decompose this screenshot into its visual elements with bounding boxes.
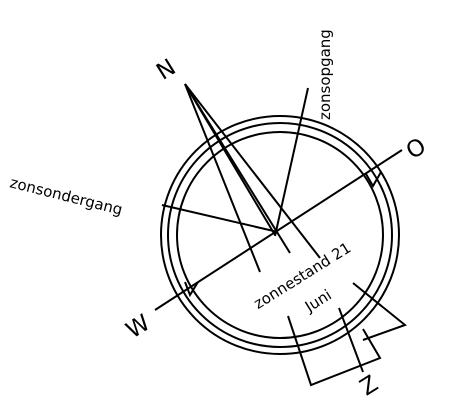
east-label: O [402, 133, 431, 165]
south-label: Z [356, 371, 383, 401]
sunrise-line [274, 87, 309, 237]
inner-circle [176, 131, 384, 339]
sunrise-label: zonsopgang [316, 29, 334, 120]
east-axis-marker [365, 171, 382, 188]
west-label: W [122, 310, 155, 344]
west-axis-marker [184, 281, 199, 298]
solar-position-label-line2: Juni [301, 286, 335, 316]
middle-circle [167, 122, 393, 348]
sunset-label: zonsondergang [8, 173, 124, 218]
building-outline-front [287, 315, 382, 387]
north-label: N [152, 54, 180, 85]
north-ray-1 [184, 83, 261, 273]
north-ray-3 [184, 83, 321, 259]
building-outline-side [352, 282, 408, 341]
sunset-line [161, 204, 279, 233]
south-line [338, 307, 364, 373]
outer-circle [160, 115, 400, 355]
north-ray-4 [184, 83, 276, 236]
